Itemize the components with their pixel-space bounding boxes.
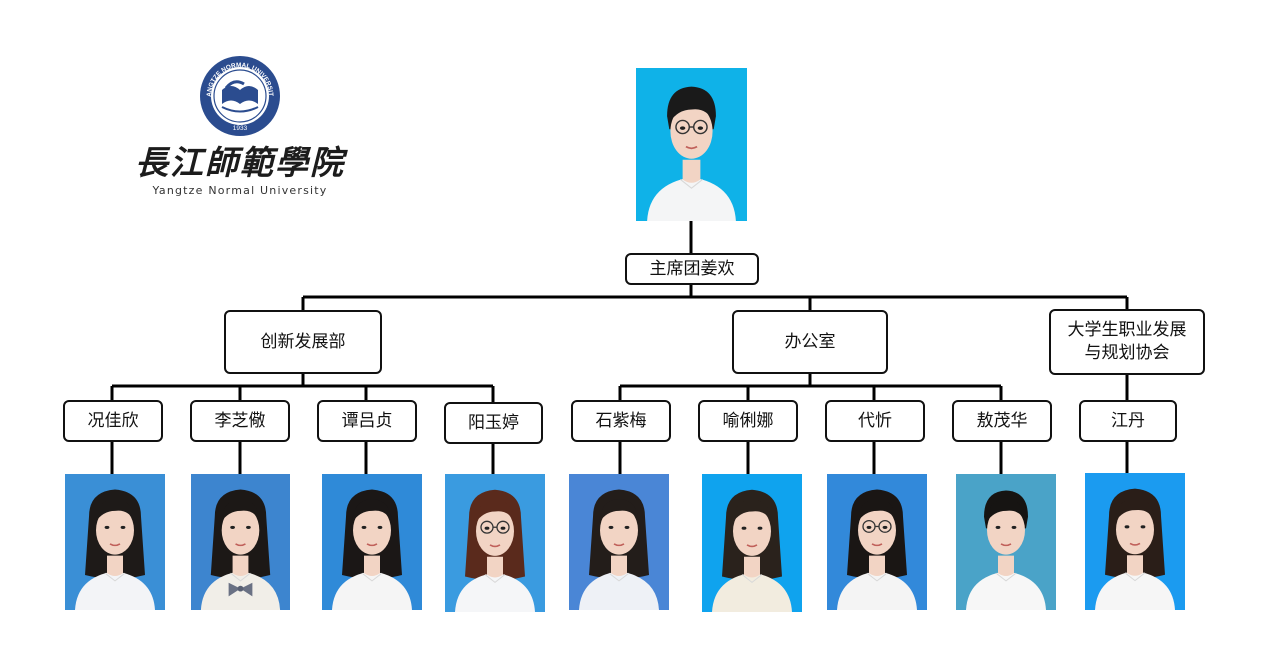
university-seal-icon: YANGTZE NORMAL UNIVERSITY 1933 [198,54,280,136]
member-photo [827,474,927,610]
member-photo [702,474,802,612]
university-name-cn: 長江師範學院 [135,143,345,182]
person-portrait-icon [956,474,1056,610]
department-node-office: 办公室 [732,310,888,374]
member-photo [569,474,669,610]
root-photo [636,68,747,221]
person-portrait-icon [569,474,669,610]
person-portrait-icon [191,474,290,610]
department-node-innovation: 创新发展部 [224,310,382,374]
member-photo [322,474,422,610]
person-portrait-icon [445,474,545,612]
person-portrait-icon [636,68,747,221]
member-photo [1085,473,1185,610]
member-photo [445,474,545,612]
university-logo: YANGTZE NORMAL UNIVERSITY 1933 長江師範學院 Ya… [135,50,345,210]
person-portrait-icon [322,474,422,610]
university-name-en: Yangtze Normal University [152,184,328,197]
member-node: 喻俐娜 [698,400,798,442]
person-portrait-icon [65,474,165,610]
member-node: 石紫梅 [571,400,671,442]
member-node: 江丹 [1079,400,1177,442]
member-node: 李芝儆 [190,400,290,442]
department-node-career-association: 大学生职业发展与规划协会 [1049,309,1205,375]
svg-text:1933: 1933 [233,125,248,132]
member-node: 况佳欣 [63,400,163,442]
member-node: 阳玉婷 [444,402,543,444]
member-node: 谭吕贞 [317,400,417,442]
member-photo [191,474,290,610]
member-photo [956,474,1056,610]
member-node: 代忻 [825,400,925,442]
root-node: 主席团姜欢 [625,253,759,285]
member-node: 敖茂华 [952,400,1052,442]
person-portrait-icon [702,474,802,612]
person-portrait-icon [1085,473,1185,610]
member-photo [65,474,165,610]
person-portrait-icon [827,474,927,610]
